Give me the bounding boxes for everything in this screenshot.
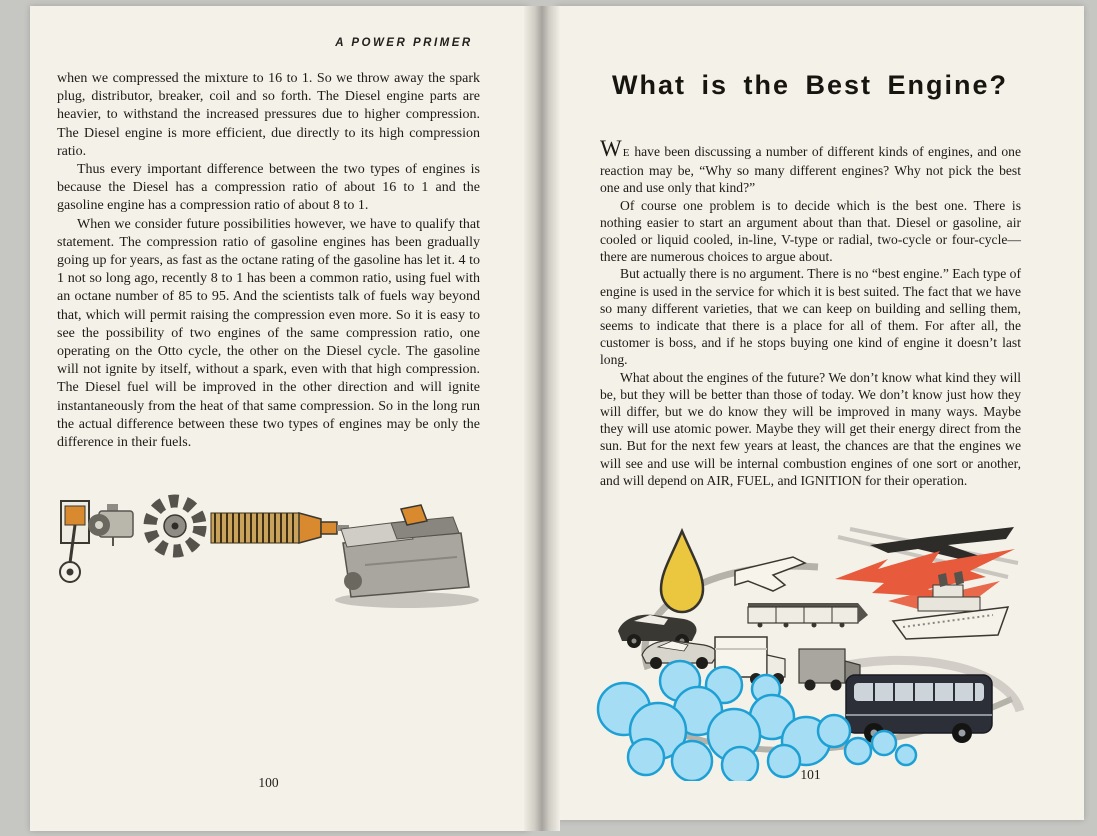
light-car-icon xyxy=(641,640,718,669)
bus-icon xyxy=(845,674,993,743)
air-fuel-ignition-illustration xyxy=(588,519,1036,786)
fuel-drop-icon xyxy=(659,527,705,614)
paragraph: WE have been discussing a number of diff… xyxy=(600,137,1021,197)
radial-impeller-icon xyxy=(143,494,207,558)
paragraph: when we compressed the mixture to 16 to … xyxy=(57,71,480,159)
gutter-fold xyxy=(524,6,560,831)
engine-components-illustration xyxy=(55,493,479,620)
paragraph: Thus every important difference between … xyxy=(57,162,480,214)
page-right: What is the Best Engine? WE have been di… xyxy=(556,6,1084,820)
page-number: 101 xyxy=(800,767,821,782)
exhaust-clouds-icon xyxy=(596,659,918,785)
ocean-liner-icon xyxy=(891,571,1010,640)
fighter-jet-icon xyxy=(734,556,807,592)
montage-svg xyxy=(596,527,1025,785)
paragraph: What about the engines of the future? We… xyxy=(600,369,1021,488)
drop-cap: W xyxy=(600,136,623,161)
train-icon xyxy=(747,603,868,628)
chapter-title: What is the Best Engine? xyxy=(611,70,1009,100)
running-header: A POWER PRIMER xyxy=(335,37,473,49)
engine-block-icon xyxy=(335,504,479,608)
page-number: 100 xyxy=(258,775,279,790)
piston-cutaway-icon xyxy=(59,500,90,583)
small-cap: E xyxy=(622,147,630,159)
page-left: A POWER PRIMER when we compressed the mi… xyxy=(30,6,528,831)
right-body-text: WE have been discussing a number of diff… xyxy=(600,137,1021,489)
small-engine-icon xyxy=(88,504,134,546)
paragraph: Of course one problem is to decide which… xyxy=(600,197,1021,265)
paragraph: But actually there is no argument. There… xyxy=(600,266,1021,368)
left-body-text: when we compressed the mixture to 16 to … xyxy=(57,70,480,452)
engine-components-svg xyxy=(59,494,479,608)
jet-airliner-icon xyxy=(870,527,1014,563)
paragraph: When we consider future possibilities ho… xyxy=(57,216,480,451)
finned-cylinder-icon xyxy=(210,512,349,544)
paragraph-text: have been discussing a number of differe… xyxy=(600,144,1021,196)
